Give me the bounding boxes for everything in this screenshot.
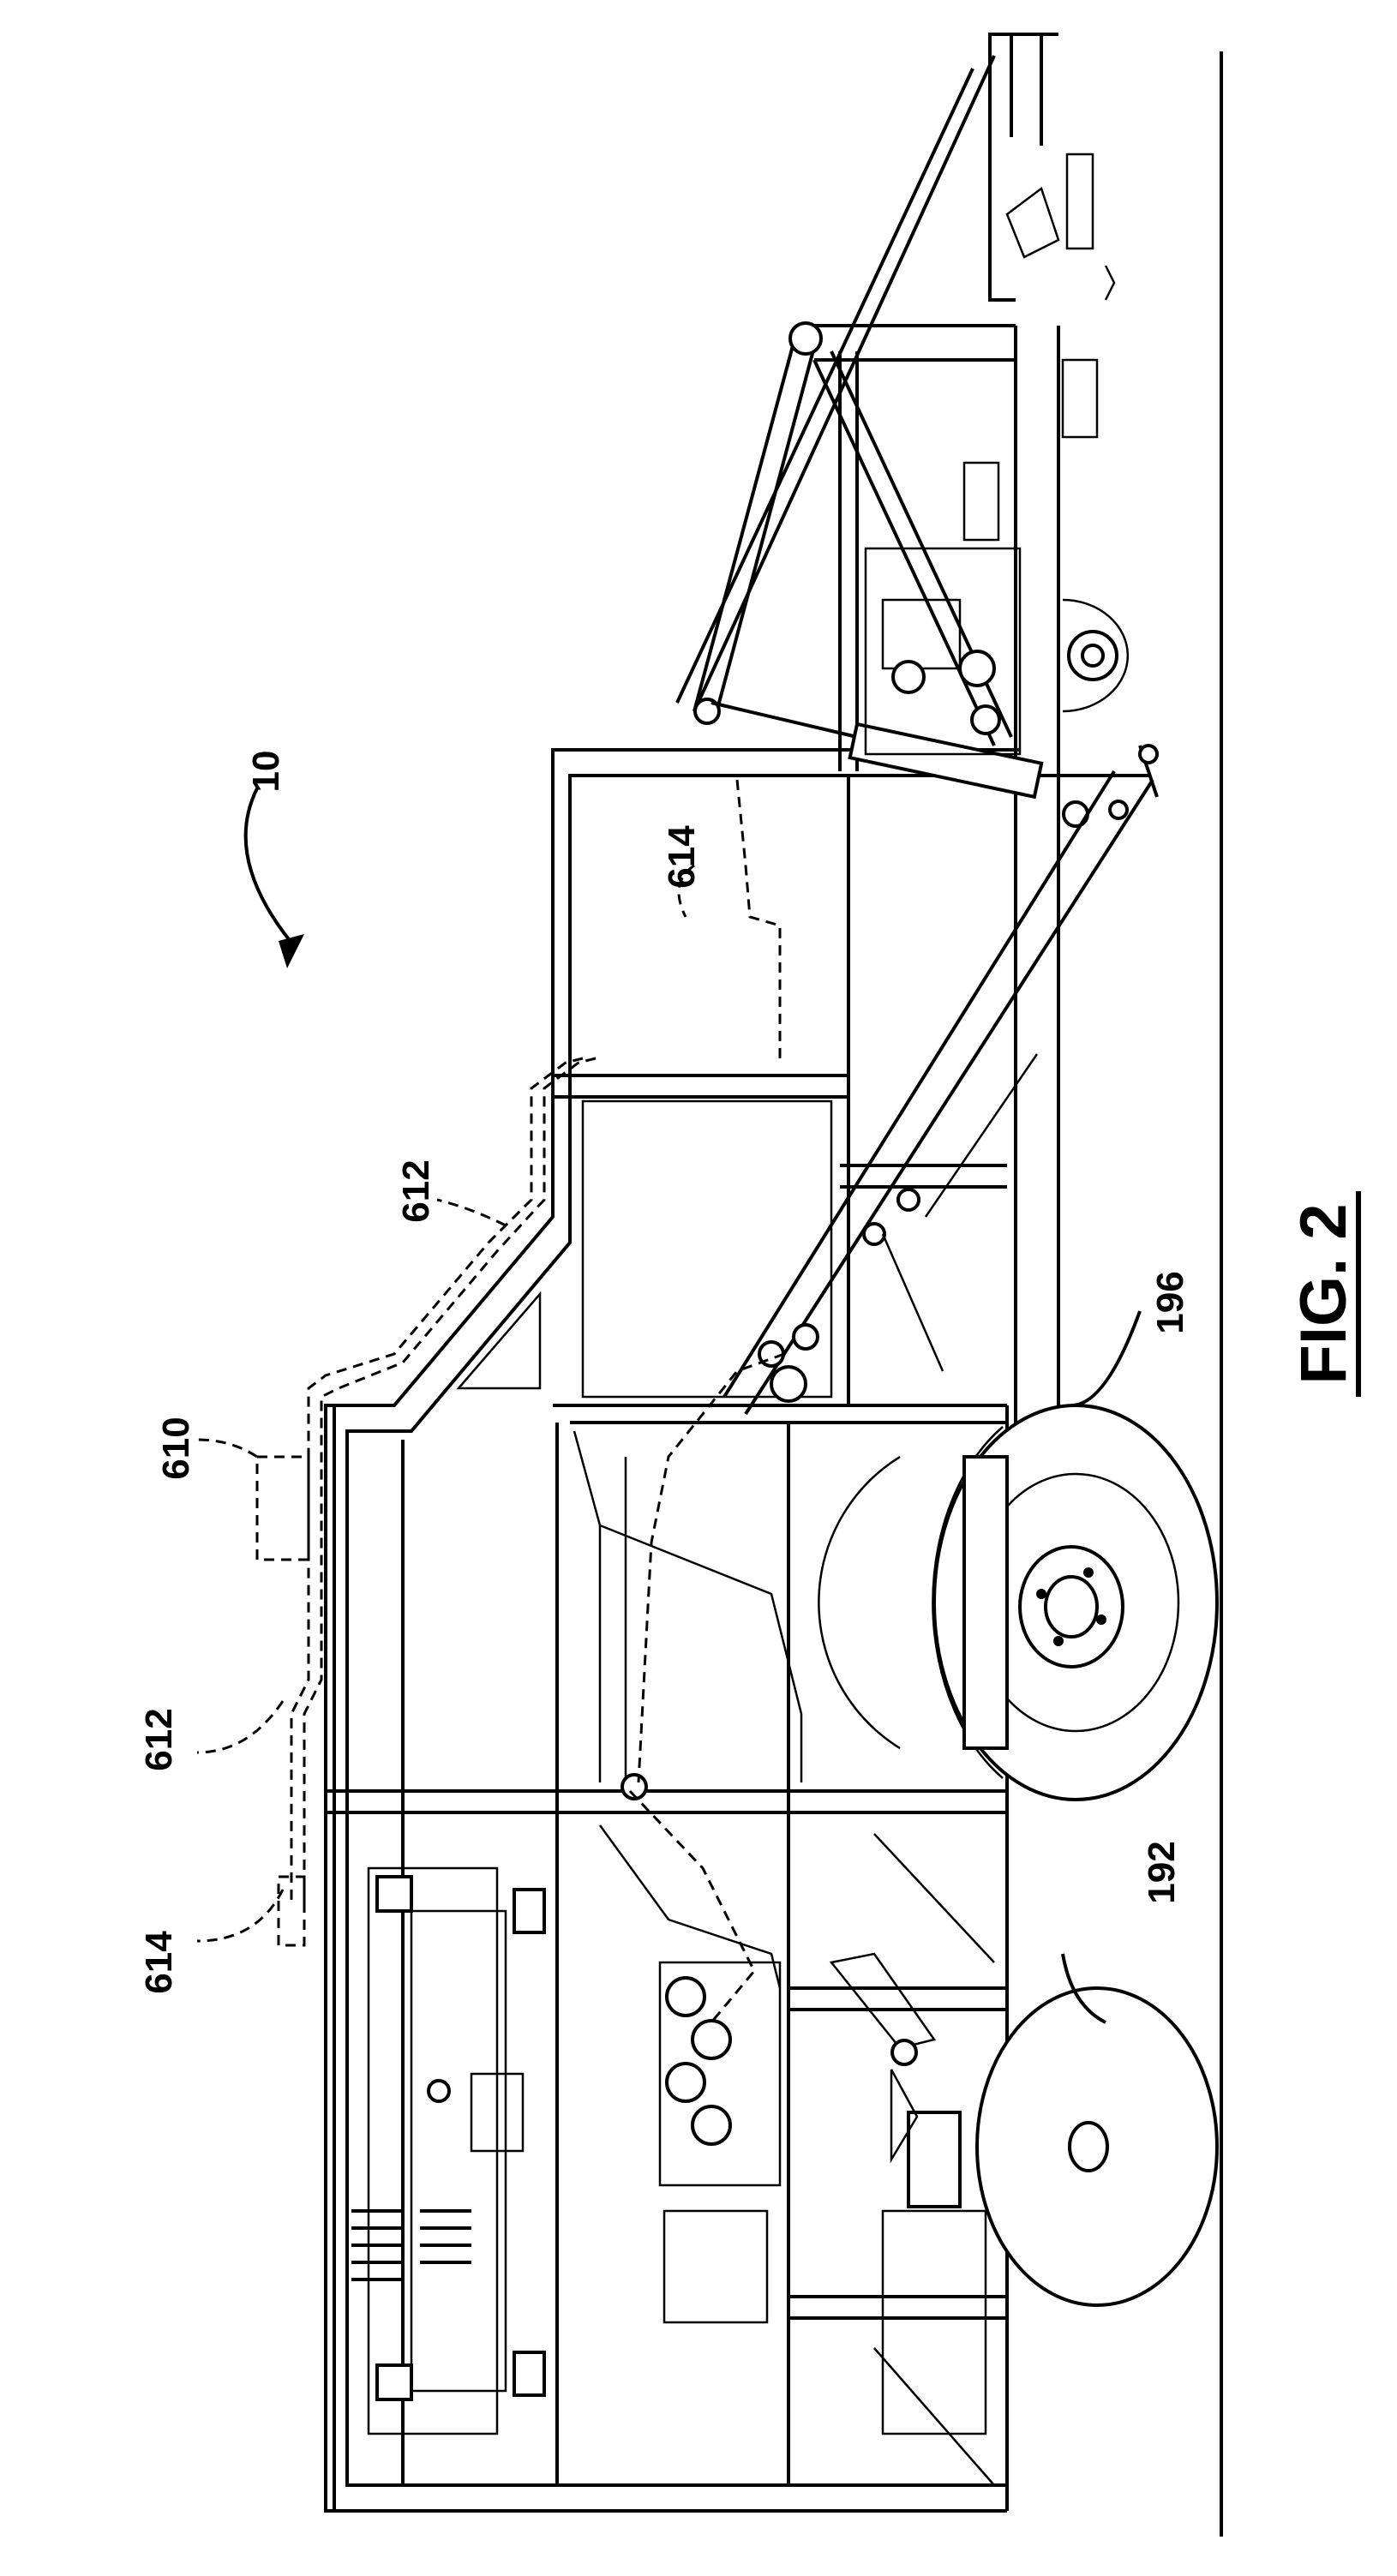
label-614-bottom: 614: [138, 1931, 180, 1994]
caption-text: FIG. 2: [1287, 1203, 1360, 1384]
wheel-196: [818, 1405, 1217, 1800]
figure-caption: FIG. 2: [1287, 1191, 1360, 1397]
label-612-top: 612: [395, 1159, 437, 1222]
wheel-192: [831, 1954, 1217, 2305]
label-612-bottom: 612: [138, 1708, 180, 1770]
front-frame-structure: [677, 34, 1088, 826]
label-10: 10: [245, 751, 287, 793]
hidden-duct-lines: [257, 780, 784, 2022]
drum-hopper: [574, 1189, 994, 2485]
label-614-top: 614: [661, 825, 703, 889]
label-196: 196: [1149, 1271, 1191, 1333]
separator-machinery: [351, 1868, 544, 2434]
front-machinery: [866, 154, 1128, 754]
label-192: 192: [1141, 1841, 1183, 1903]
conveyor-arm: [724, 746, 1157, 1414]
label-610: 610: [155, 1417, 197, 1479]
